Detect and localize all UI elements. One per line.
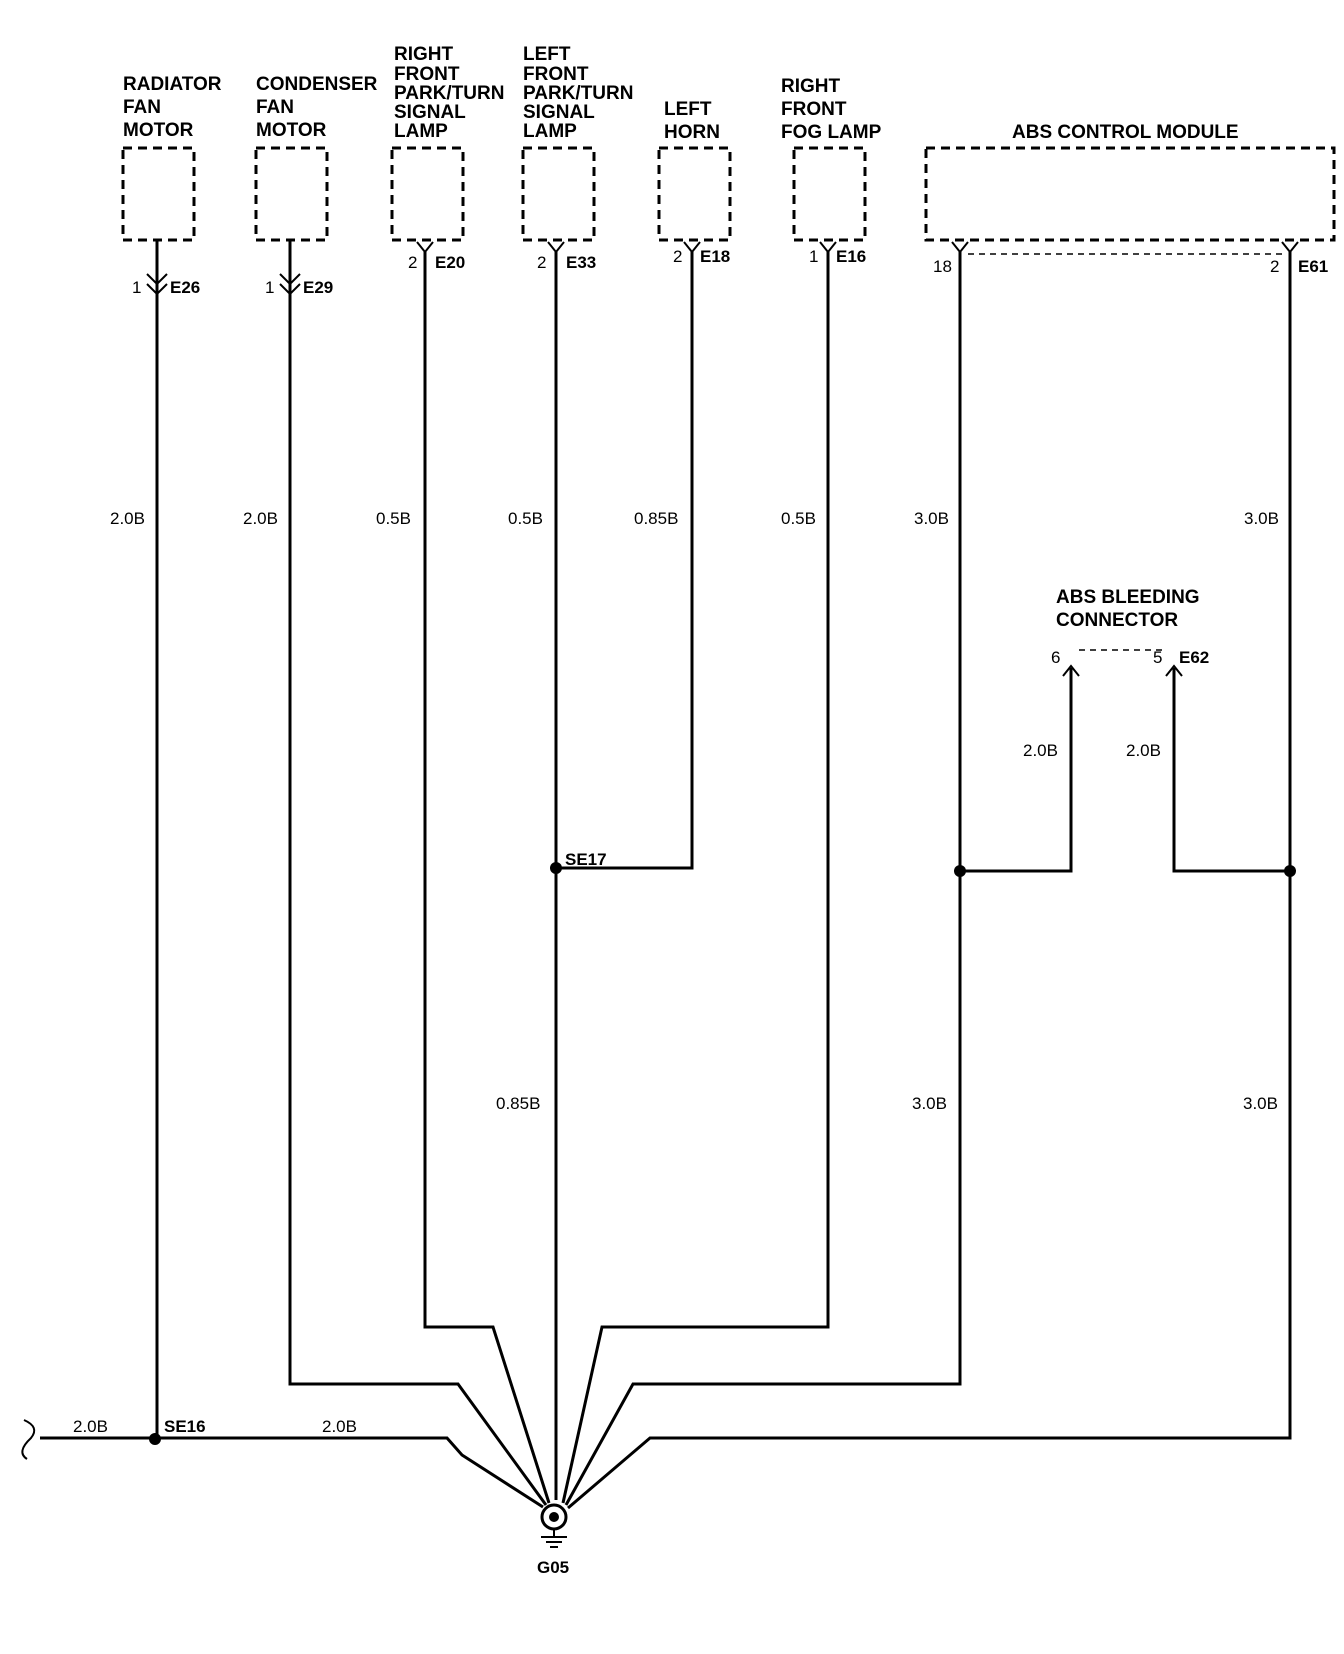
e26-label: E26 [170, 278, 200, 297]
e62-pin5-number: 5 [1153, 648, 1162, 667]
splice-se16-dot [149, 1433, 161, 1445]
ground-g05-label: G05 [537, 1558, 569, 1577]
left-horn-label: LEFT HORN [664, 99, 720, 143]
gauge-bleed6: 2.0B [1023, 741, 1058, 760]
e62-label: E62 [1179, 648, 1209, 667]
e29-pin-number: 1 [265, 278, 274, 297]
gauge-bleed5: 2.0B [1126, 741, 1161, 760]
right-front-fog-lamp-label: RIGHT FRONT FOG LAMP [781, 76, 882, 143]
e26-pin-number: 1 [132, 278, 141, 297]
gauge-lf-turn: 0.5B [508, 509, 543, 528]
gauge-abs2-lower: 3.0B [1243, 1094, 1278, 1113]
harness-break-icon [21, 1419, 36, 1460]
gauge-horn: 0.85B [634, 509, 678, 528]
wire-rf-turn-lamp [423, 252, 551, 1504]
e18-label: E18 [700, 247, 730, 266]
gauge-abs18-lower: 3.0B [912, 1094, 947, 1113]
left-horn-box [657, 146, 732, 242]
radiator-fan-motor-label: RADIATOR FAN MOTOR [123, 74, 227, 141]
e20-label: E20 [435, 253, 465, 272]
e61-pin2-number: 2 [1270, 257, 1279, 276]
se16-label: SE16 [164, 1417, 206, 1436]
e61-pin18-symbol [951, 241, 969, 254]
right-front-turn-lamp-box [390, 146, 465, 242]
e61-label: E61 [1298, 257, 1328, 276]
e61-pin2-symbol [1281, 241, 1299, 254]
abs-control-module-label: ABS CONTROL MODULE [1012, 122, 1239, 143]
e62-pin6-number: 6 [1051, 648, 1060, 667]
gauge-se17-ground: 0.85B [496, 1094, 540, 1113]
e33-label: E33 [566, 253, 596, 272]
e61-pin18-number: 18 [933, 257, 952, 276]
abs-bleeding-connector-label: ABS BLEEDING CONNECTOR [1056, 587, 1205, 631]
wire-left-horn [556, 252, 694, 870]
right-front-park-turn-signal-lamp-label: RIGHT FRONT PARK/TURN SIGNAL LAMP [394, 44, 510, 142]
gauge-radiator: 2.0B [110, 509, 145, 528]
gauge-fog: 0.5B [781, 509, 816, 528]
e29-label: E29 [303, 278, 333, 297]
e16-label: E16 [836, 247, 866, 266]
gauge-condenser: 2.0B [243, 509, 278, 528]
e18-pin-number: 2 [673, 247, 682, 266]
ground-icon [540, 1503, 568, 1548]
wire-rf-fog-lamp [561, 252, 830, 1504]
wire-condenser-fan [288, 240, 548, 1506]
splice-abs18-dot [954, 865, 966, 877]
wire-bleed-pin5 [1172, 668, 1290, 873]
gauge-abs18-upper: 3.0B [914, 509, 949, 528]
abs-control-module-box [924, 146, 1336, 242]
e33-pin-number: 2 [537, 253, 546, 272]
e33-pin-symbol [547, 241, 565, 254]
e20-pin-number: 2 [408, 253, 417, 272]
gauge-rf-turn: 0.5B [376, 509, 411, 528]
left-front-park-turn-signal-lamp-label: LEFT FRONT PARK/TURN SIGNAL LAMP [523, 44, 639, 142]
e16-pin-symbol [819, 241, 837, 254]
wire-se16-ground [40, 1436, 544, 1509]
e62-pin5-symbol [1165, 664, 1183, 677]
wire-abs-pin2 [567, 252, 1292, 1510]
wire-bleed-pin6 [960, 668, 1073, 873]
e20-pin-symbol [416, 241, 434, 254]
e16-pin-number: 1 [809, 247, 818, 266]
splice-se17-dot [550, 862, 562, 874]
condenser-fan-motor-label: CONDENSER FAN MOTOR [256, 74, 383, 141]
right-front-fog-lamp-box [792, 146, 867, 242]
e62-pin6-symbol [1062, 664, 1080, 677]
wire-abs-pin18 [564, 252, 962, 1506]
gauge-se16-ground: 2.0B [322, 1417, 357, 1436]
splice-abs2-dot [1284, 865, 1296, 877]
se17-label: SE17 [565, 850, 607, 869]
condenser-fan-motor-box [254, 146, 329, 242]
e18-pin-symbol [683, 241, 701, 254]
radiator-fan-motor-box [121, 146, 196, 242]
gauge-abs2-upper: 3.0B [1244, 509, 1279, 528]
left-front-turn-lamp-box [521, 146, 596, 242]
gauge-incoming: 2.0B [73, 1417, 108, 1436]
